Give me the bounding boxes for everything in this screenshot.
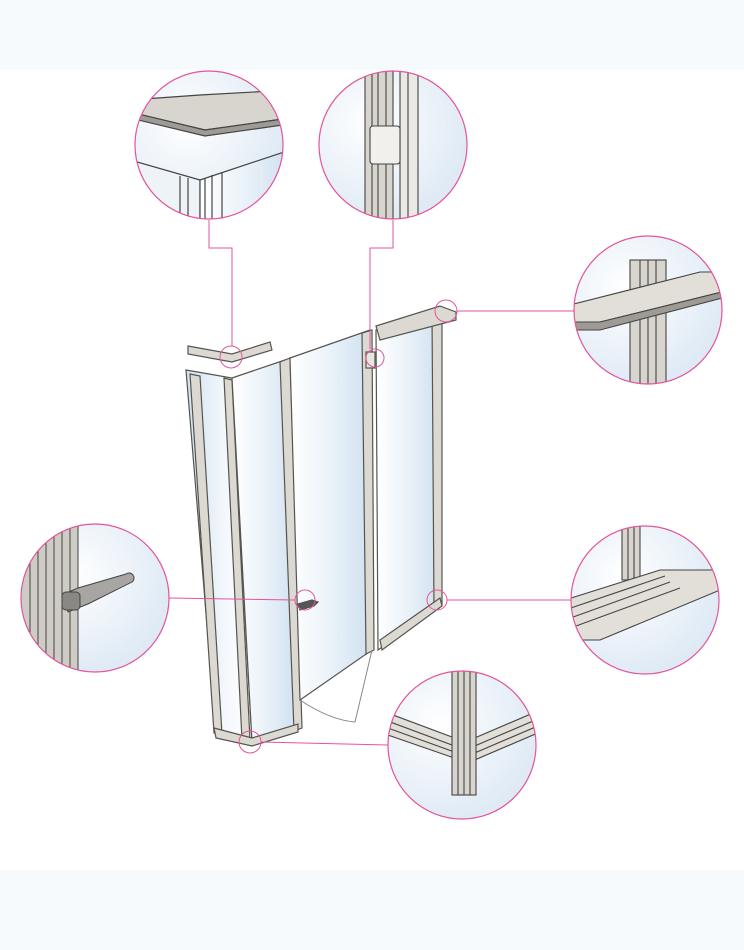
door-panel xyxy=(289,329,373,702)
detail-corner-profile xyxy=(134,70,284,220)
door-swing-arc xyxy=(299,649,373,723)
detail-base-corner xyxy=(387,670,537,820)
marker-base xyxy=(238,730,262,754)
callout-leaders xyxy=(168,220,574,754)
marker-corner xyxy=(219,345,243,369)
marker-handle xyxy=(294,589,316,611)
bottom-band xyxy=(0,870,744,950)
marker-top-rail xyxy=(434,299,458,323)
detail-bottom-rail xyxy=(570,525,720,675)
marker-bottom-rail xyxy=(426,589,448,611)
detail-top-rail xyxy=(573,235,723,385)
detail-hinge xyxy=(318,70,468,220)
top-corner-rail xyxy=(187,341,273,363)
right-fixed-panel xyxy=(375,309,441,652)
enclosure xyxy=(185,305,457,747)
marker-hinge xyxy=(365,348,385,368)
detail-handle xyxy=(20,523,170,673)
top-band xyxy=(0,0,744,70)
